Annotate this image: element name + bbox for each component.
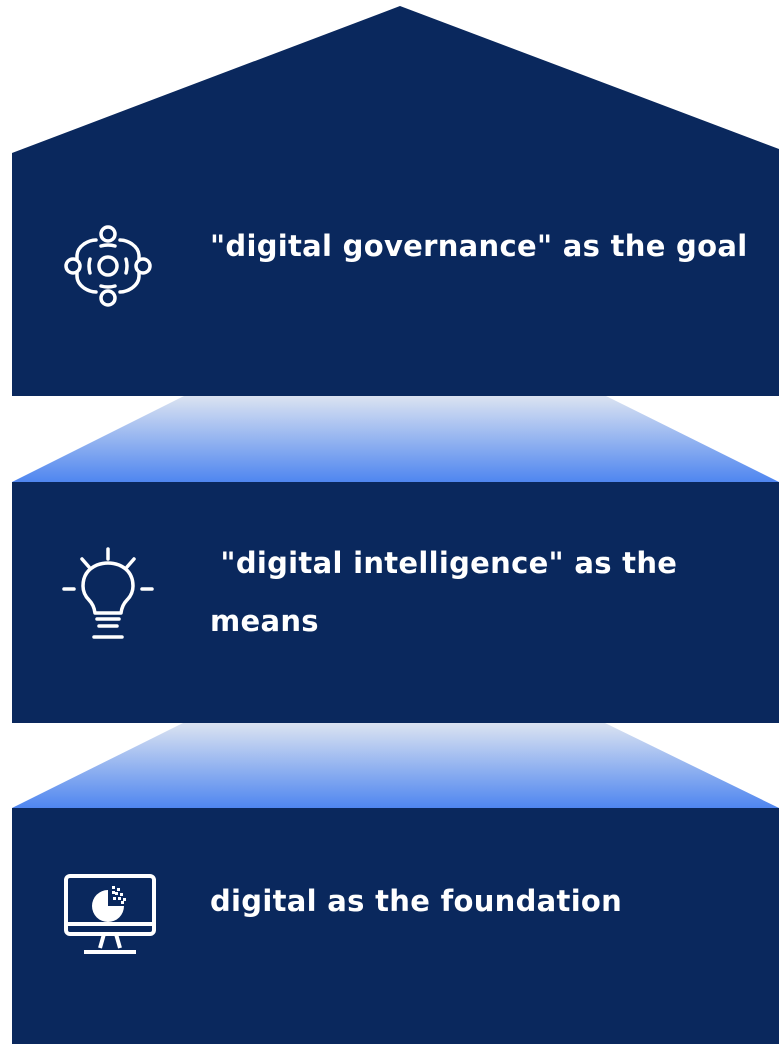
layer-goal: "digital governance" as the goal [12, 153, 779, 396]
layer-goal-label: "digital governance" as the goal [210, 229, 748, 263]
roof-triangle [12, 6, 779, 154]
layer-foundation: digital as the foundation [12, 808, 779, 1044]
connector-bottom [12, 723, 779, 808]
layer-foundation-label: digital as the foundation [210, 884, 623, 918]
layer-means: "digital intelligence" as the means [12, 482, 779, 723]
layer-means-label: "digital intelligence" as the means [210, 546, 688, 638]
monitor-pie-chart-icon [64, 874, 156, 954]
lightbulb-icon [62, 547, 154, 639]
connector-top [12, 396, 779, 482]
gear-network-icon [64, 225, 152, 307]
